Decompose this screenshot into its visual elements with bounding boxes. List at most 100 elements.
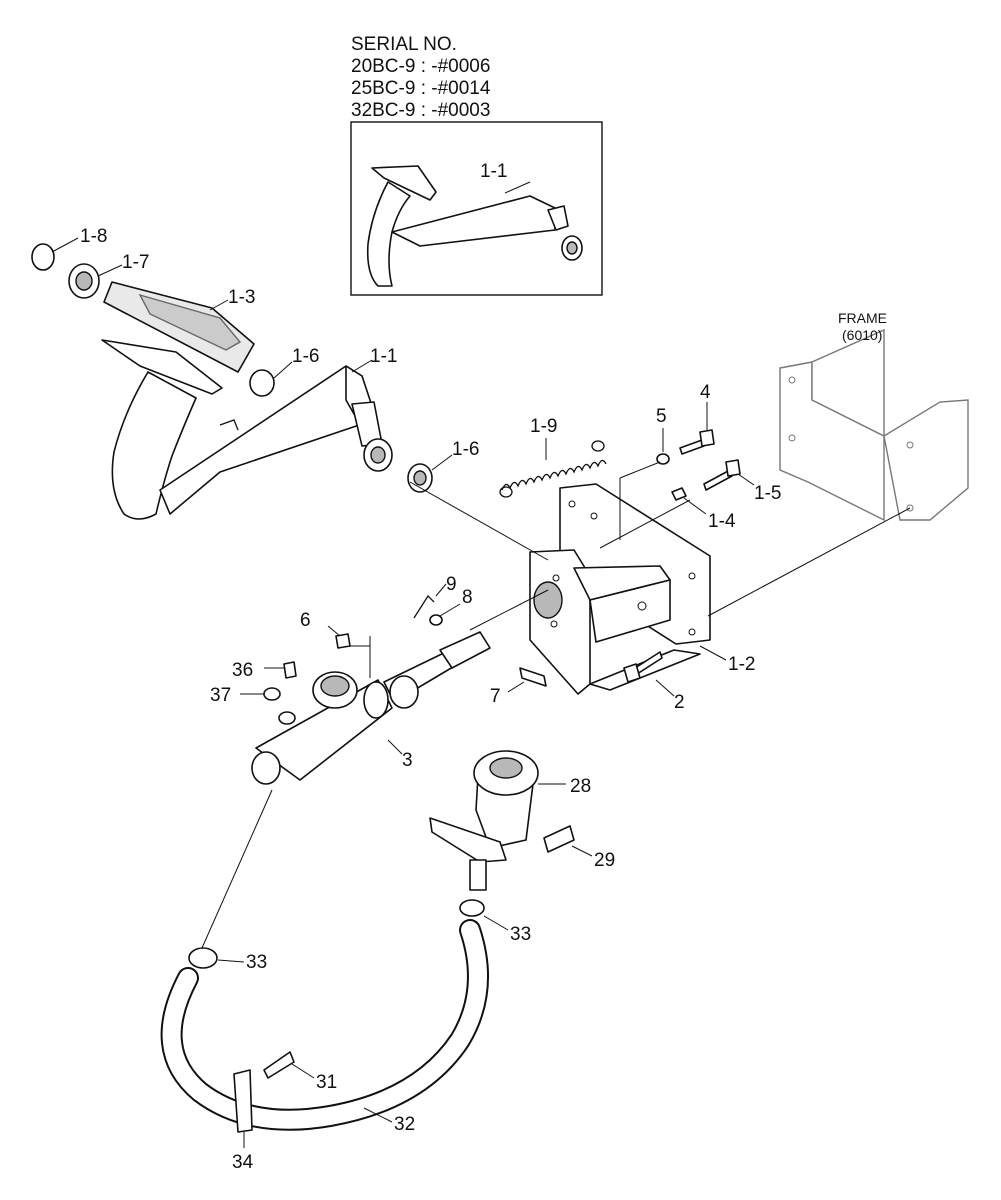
pedal-plate [101,339,223,395]
bracket-hole-a [552,574,560,582]
callout-37: 37 [210,685,231,706]
axis-pedal-bracket [409,481,549,561]
pedal-boss-hole [370,446,386,464]
leader-1-5 [737,473,755,486]
inset-boss-hole [566,241,578,255]
callout-36: 36 [232,660,253,681]
leader-1-3 [209,299,229,311]
leader-1-6-top [273,361,293,379]
snap-ring [31,243,55,271]
leader-1-4 [683,497,707,515]
leader-1-1 [351,359,373,373]
cap-36 [283,661,297,679]
callout-32: 32 [394,1114,415,1135]
callout-1-8: 1-8 [80,226,107,247]
cylinder-port [251,751,281,785]
reservoir-outlet [469,859,487,891]
bracket-side [589,579,671,643]
reservoir-bracket [429,817,507,863]
callout-31: 31 [316,1072,337,1093]
pedal-arm [111,371,197,520]
frame-right-plate [883,399,969,521]
bracket-hole-c [568,500,576,508]
cylinder-flange [363,681,389,719]
pedal-assembly [31,243,433,520]
callout-1-7: 1-7 [122,252,149,273]
frame-part: FRAME (6010) [779,310,969,522]
callout-1-4: 1-4 [708,511,736,532]
callout-8: 8 [462,587,473,608]
callout-34: 34 [232,1152,254,1173]
callout-1-6-mid: 1-6 [452,439,479,460]
bushing-upper [249,369,275,397]
clamp-33-left [188,947,218,969]
hose-fill [162,921,487,1129]
bolt-2-head [623,663,641,683]
pin-7 [519,667,547,687]
callout-4: 4 [700,382,711,403]
washer-5 [656,453,670,465]
bracket-hole-b [550,620,558,628]
frame-hole-3 [906,441,914,449]
callout-6: 6 [300,610,311,631]
inset-pedal-pad [371,165,437,201]
bolt-29 [543,825,575,853]
washer-1-7-hole [75,271,93,291]
bracket-hole-d [590,512,598,520]
axis-cylinder-hose [201,789,273,949]
serial-line-1: 20BC-9 : -#0006 [351,56,490,77]
bushing-lower-hole [413,470,427,486]
clamp-33-right [459,899,485,917]
axis-washer-5 [619,461,661,479]
push-rod-boot-end [389,675,419,709]
callout-1-5: 1-5 [754,483,781,504]
axis-clevis-bracket [469,589,549,631]
bracket-main-hole [533,581,563,619]
callout-33-left: 33 [246,952,267,973]
pedal-pad-tread [138,293,242,351]
bracket-pivot-hole [637,601,647,611]
leader-1-8 [51,237,79,253]
fasteners [623,429,741,683]
spring-coils [501,459,607,491]
inset-pedal-arm [366,181,411,287]
serial-number-block: SERIAL NO. 20BC-9 : -#0006 25BC-9 : -#00… [351,34,491,121]
cotter-9 [413,594,435,619]
axis-bolt-1-4 [599,499,691,549]
leader-6 [327,625,341,637]
bolt-1-5-head [725,459,741,477]
nut-6 [335,633,351,649]
serial-line-3: 32BC-9 : -#0003 [351,100,490,121]
leader-31 [291,1063,315,1079]
callout-1-2: 1-2 [728,654,755,675]
bracket [529,483,711,695]
frame-hole-1 [788,376,796,384]
callout-3: 3 [402,750,413,771]
bleeder-37 [263,687,281,701]
leader-29 [571,845,593,857]
spring-hook-left [499,486,513,498]
leader-33-right [483,915,509,931]
callout-28: 28 [570,776,591,797]
callout-7: 7 [490,686,501,707]
frame-label: FRAME [838,310,887,326]
leader-3 [387,739,403,755]
callout-33-right: 33 [510,924,531,945]
leader-33-left [217,959,245,963]
leader-1-7 [97,264,123,277]
bolt-4-head [699,429,715,447]
washer-8 [429,614,443,626]
callout-labels: 1-8 1-7 1-3 1-6 1-1 1-6 1-9 5 4 1-5 1-4 … [80,226,781,1173]
callout-29: 29 [594,850,615,871]
axis-bracket-frame [707,507,911,617]
leader-7 [507,681,525,693]
inset-detail: 1-1 [350,121,603,296]
callout-inset-1-1: 1-1 [480,161,507,182]
master-cylinder [251,594,547,785]
bracket-bottom [589,649,701,691]
callout-1-6-top: 1-6 [292,346,319,367]
callout-9: 9 [446,574,457,595]
leader-32 [363,1107,393,1123]
frame-hole-2 [788,434,796,442]
